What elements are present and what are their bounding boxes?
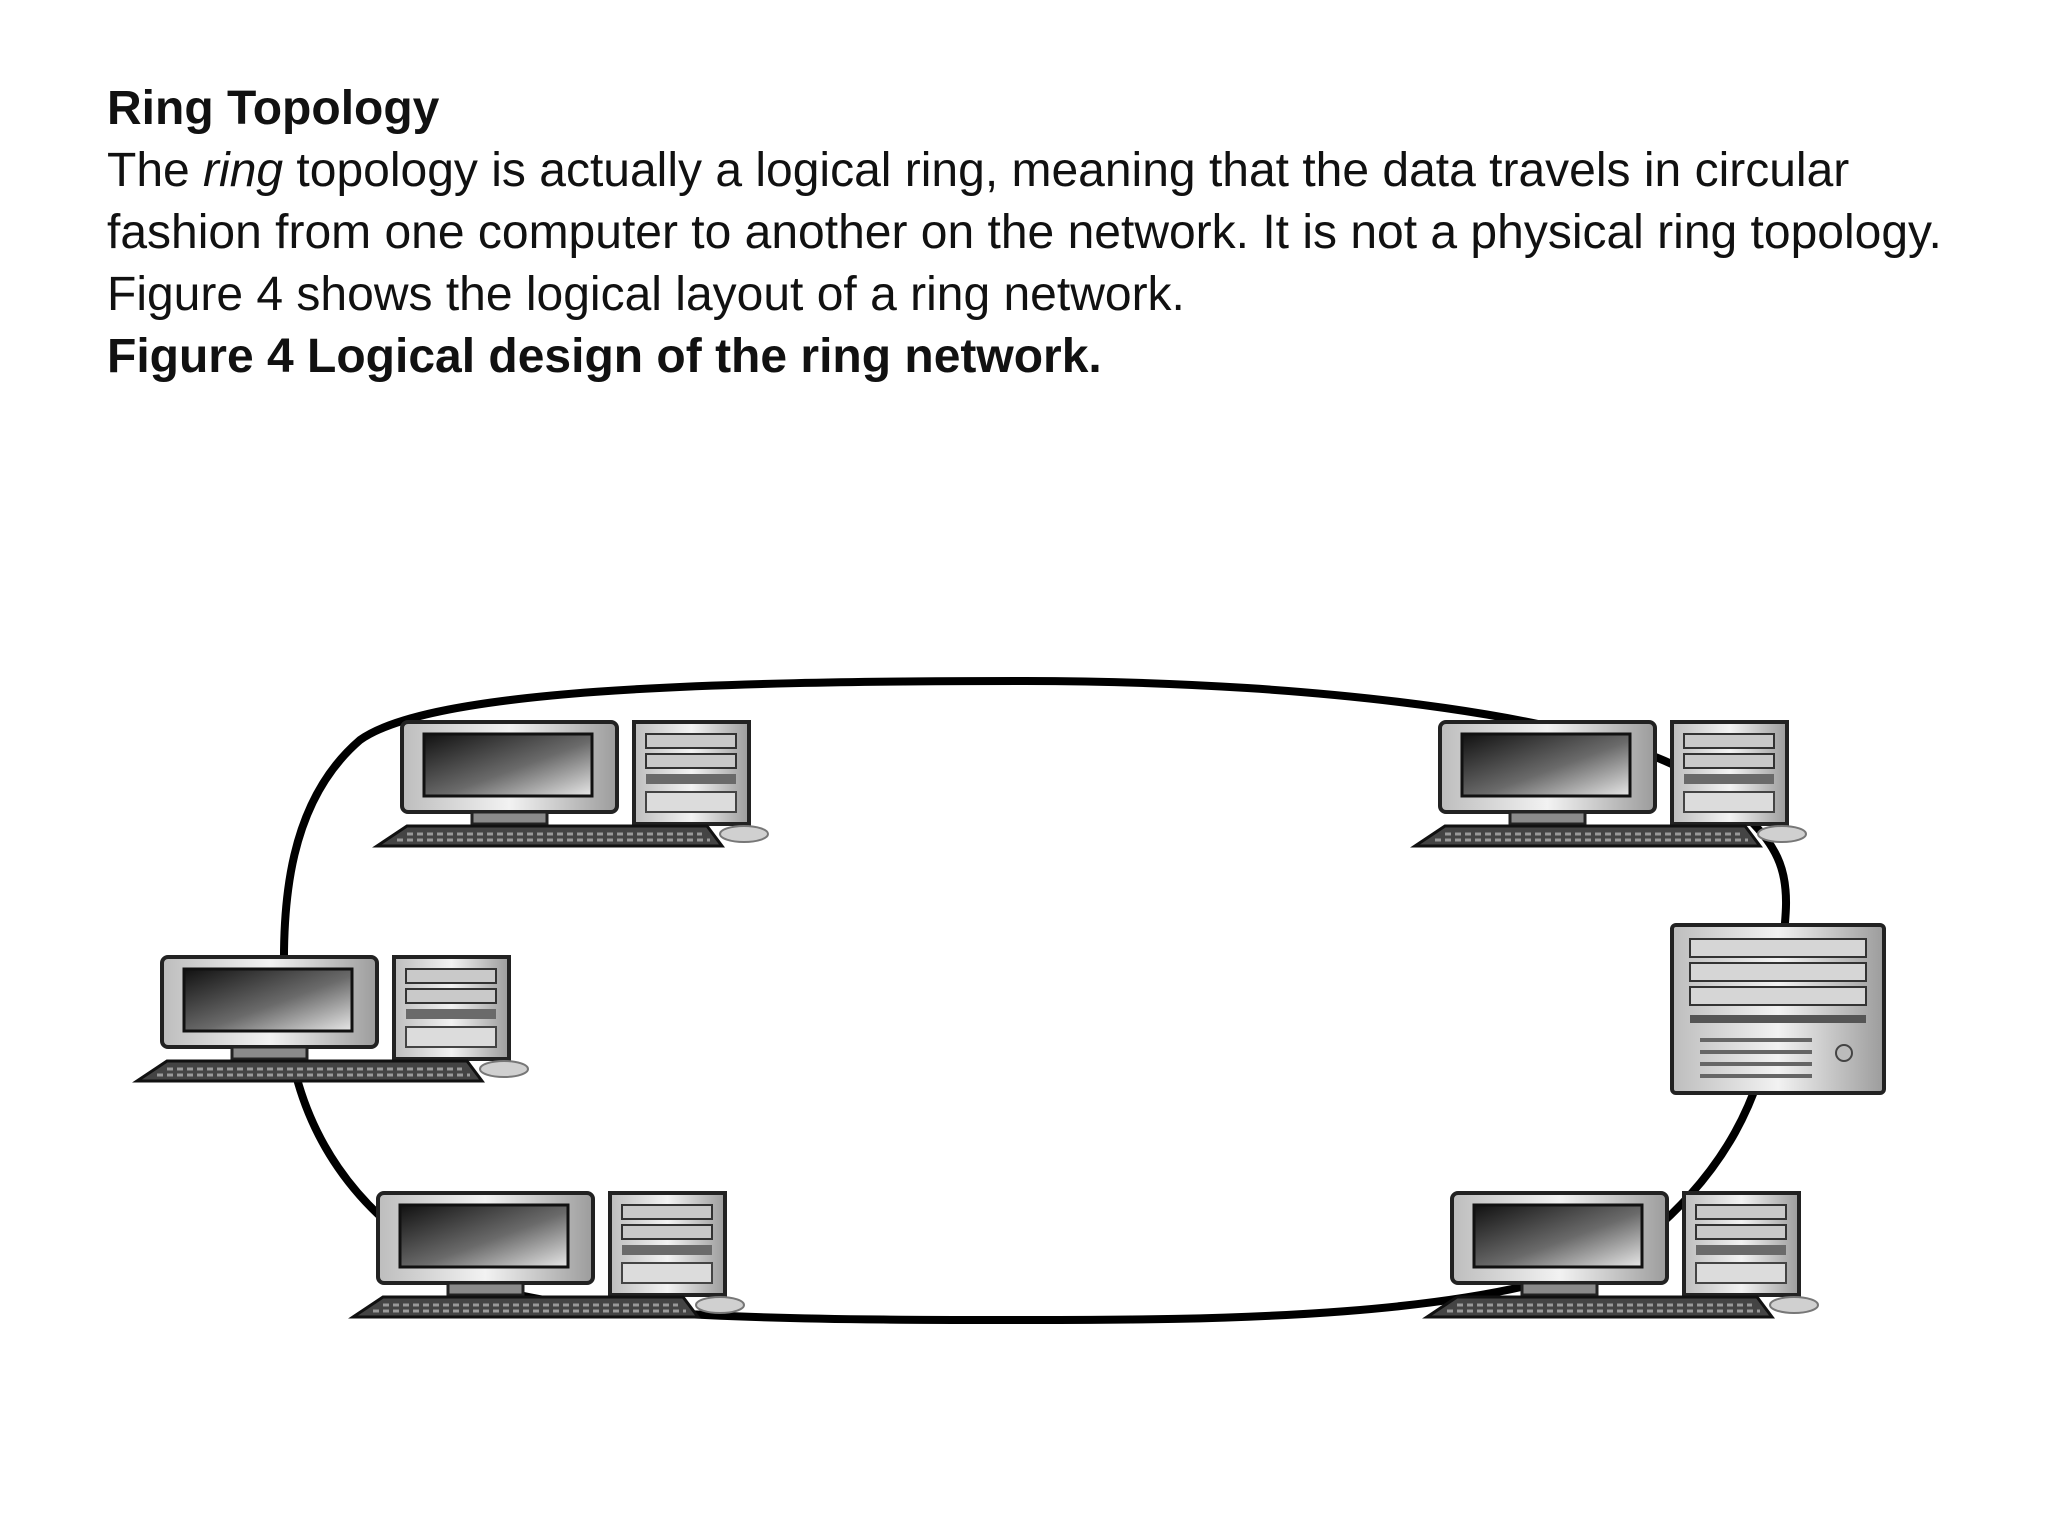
figure-caption: Figure 4 Logical design of the ring netw… <box>107 330 1102 383</box>
computer-left <box>135 955 530 1083</box>
computer-bottom-right <box>1425 1191 1820 1319</box>
paragraph-emphasis: ring <box>203 144 284 197</box>
computer-top-right <box>1413 720 1808 848</box>
slide-text: Ring Topology The ring topology is actua… <box>107 78 2007 388</box>
paragraph-part2: topology is actually a logical ring, mea… <box>107 144 1942 321</box>
paragraph-part1: The <box>107 144 204 197</box>
slide-heading: Ring Topology <box>107 82 440 135</box>
slide-paragraph: The ring topology is actually a logical … <box>107 140 2007 326</box>
computer-top-left <box>375 720 770 848</box>
server-tower-right <box>1670 923 1886 1095</box>
computer-bottom-left <box>351 1191 746 1319</box>
